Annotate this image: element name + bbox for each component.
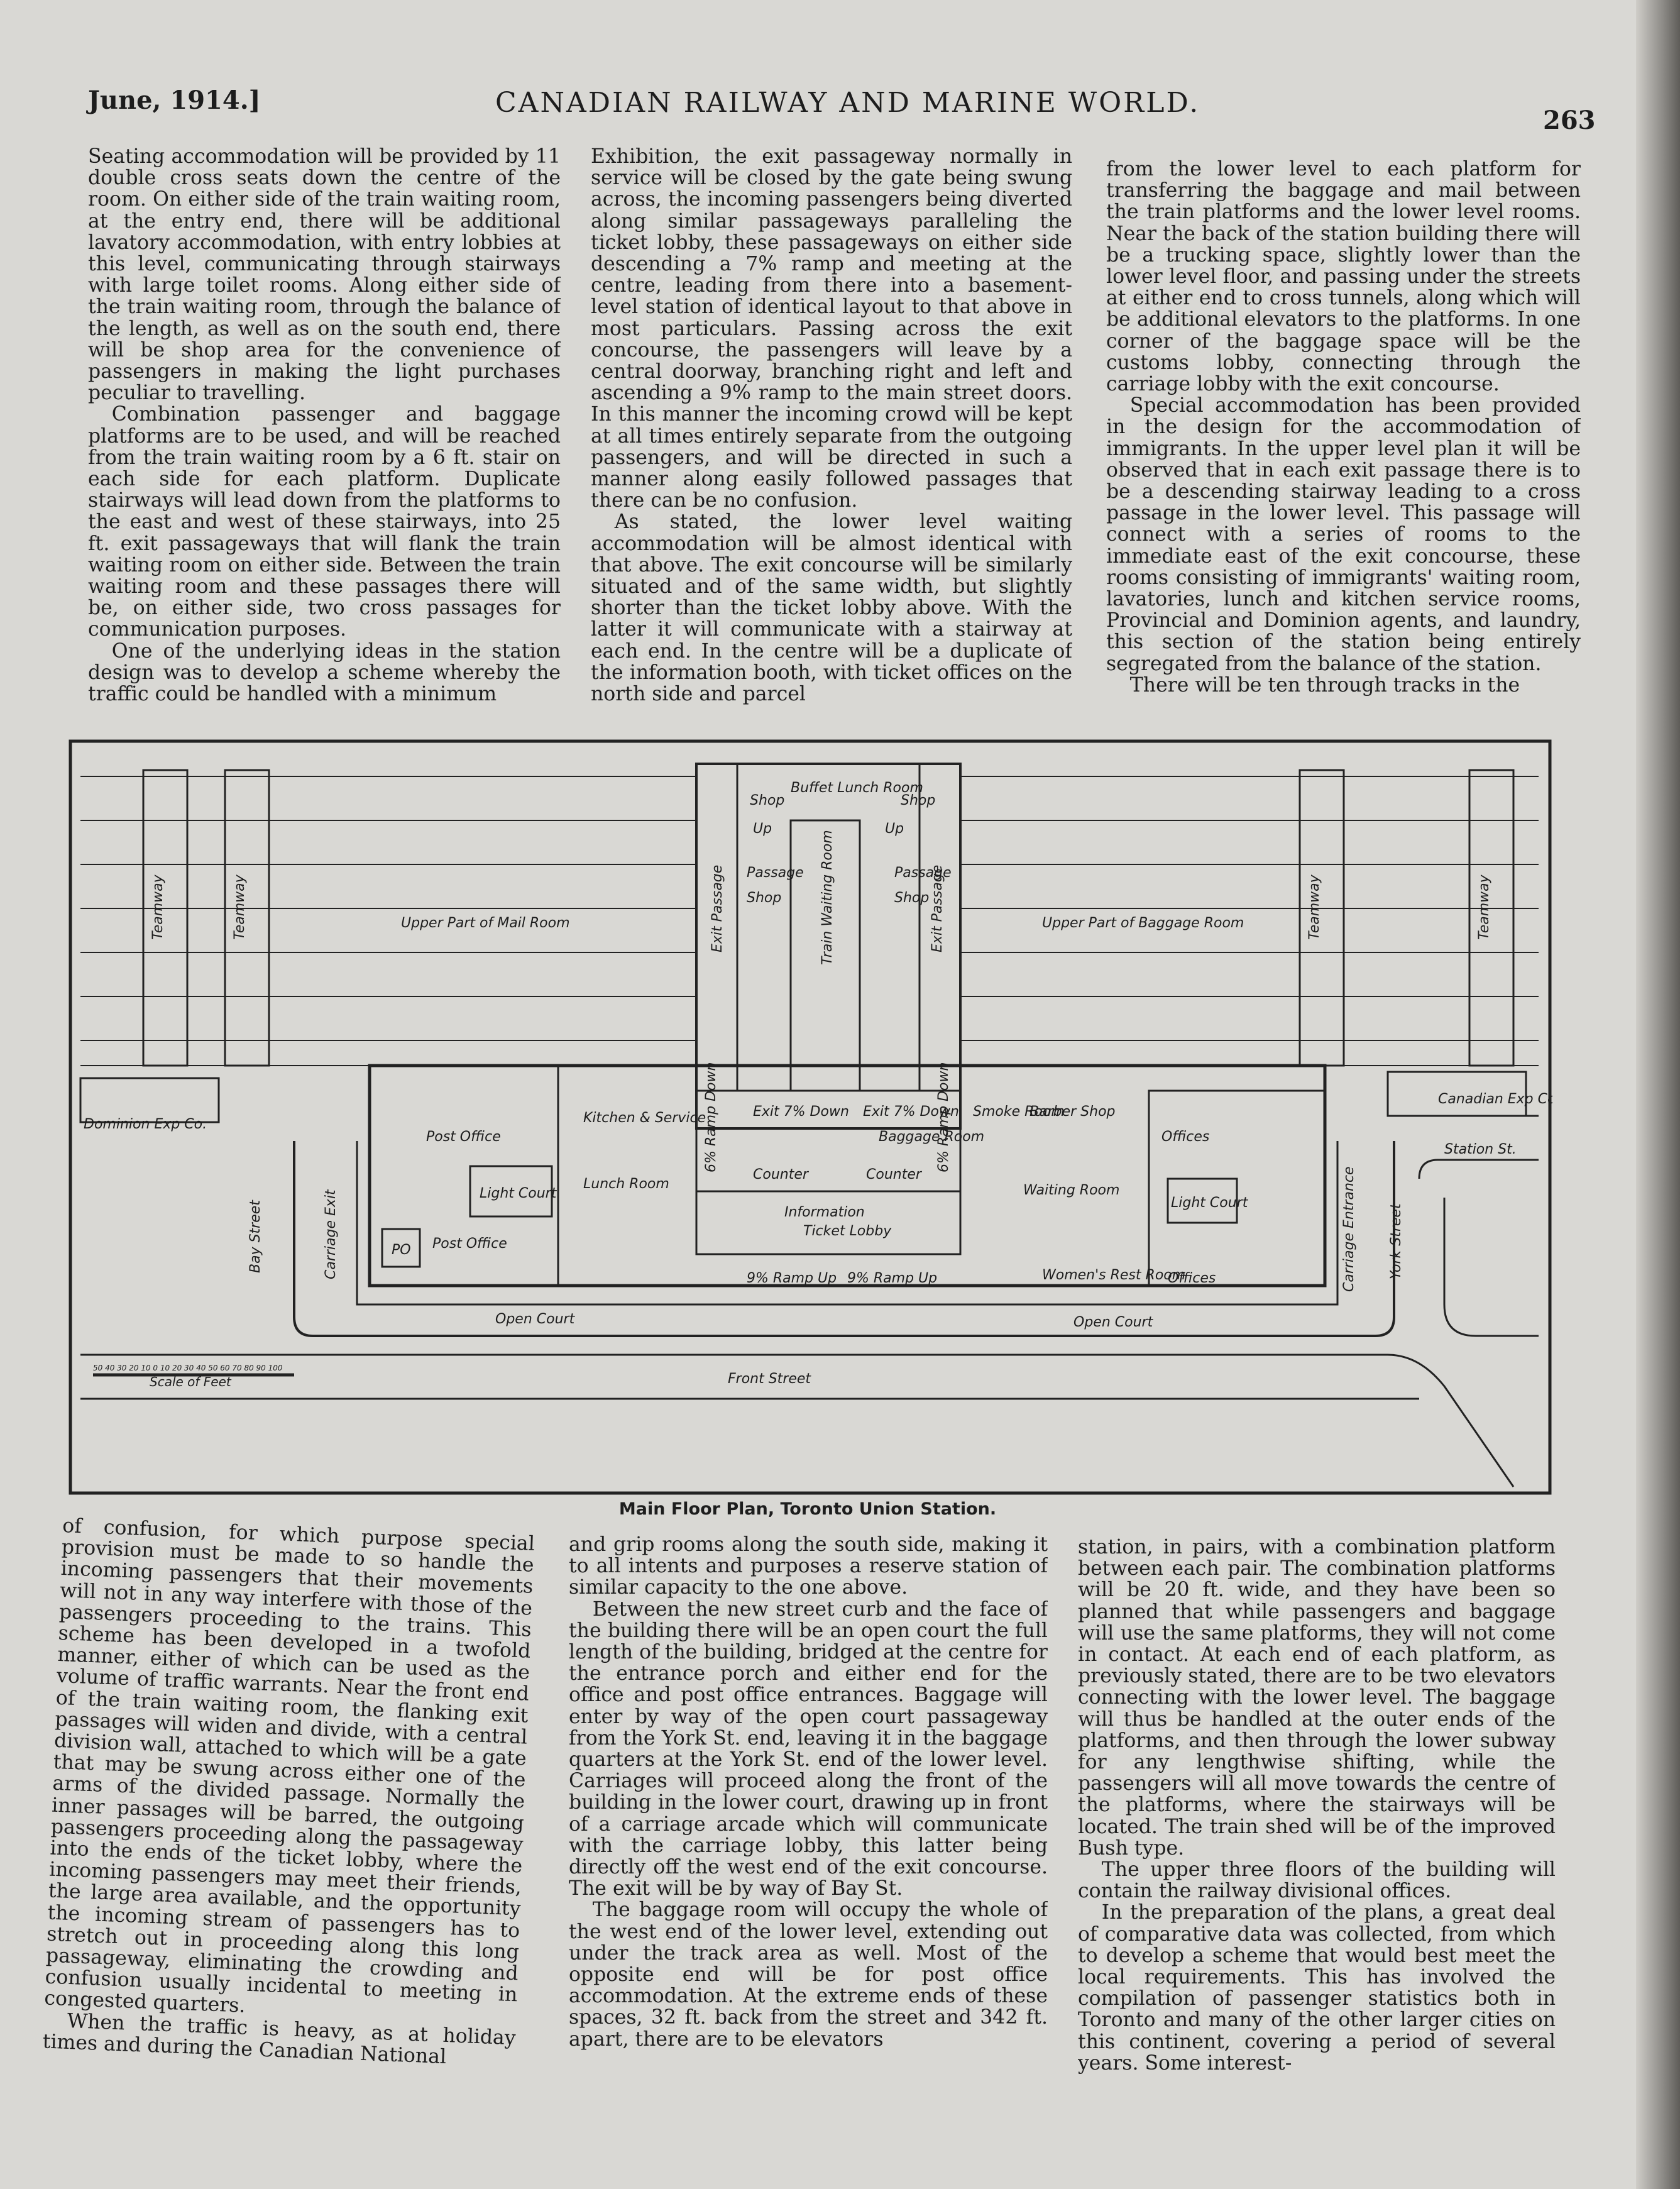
label-scale-of-feet: Scale of Feet xyxy=(150,1374,232,1389)
floor-plan-figure: Upper Part of Mail Room Upper Part of Ba… xyxy=(68,739,1560,1503)
label-smoke-room: Smoke Room xyxy=(973,1104,1065,1120)
paragraph: There will be ten through tracks in the xyxy=(1129,673,1520,697)
paragraph: from the lower level to each platform fo… xyxy=(1106,158,1581,396)
journal-title: CANADIAN RAILWAY AND MARINE WORLD. xyxy=(495,87,1200,119)
label-teamway-1: Teamway xyxy=(150,874,166,940)
label-po: PO xyxy=(392,1242,411,1258)
label-passage-west: Passage xyxy=(747,865,804,881)
issue-date: June, 1914.] xyxy=(88,85,261,115)
label-post-office-1: Post Office xyxy=(426,1129,501,1145)
label-lunch-room: Lunch Room xyxy=(583,1176,669,1192)
label-offices-2: Offices xyxy=(1168,1271,1216,1286)
label-carriage-entrance: Carriage Entrance xyxy=(1341,1166,1357,1292)
label-ramp-down-east: 6% Ramp Down xyxy=(936,1062,952,1172)
label-exit-passage-west: Exit Passage xyxy=(710,865,725,952)
label-womens-rest-room: Women's Rest Room xyxy=(1042,1267,1185,1283)
label-station-st: Station St. xyxy=(1444,1142,1517,1157)
label-up-east: Up xyxy=(885,821,904,837)
paragraph: of confusion, for which purpose special … xyxy=(43,1515,535,2018)
paragraph: As stated, the lower level waiting accom… xyxy=(591,510,1072,706)
label-barber-shop: Barber Shop xyxy=(1029,1104,1116,1120)
paragraph: In the preparation of the plans, a great… xyxy=(1078,1901,1556,2075)
label-scale-numbers: 50 40 30 20 10 0 10 20 30 40 50 60 70 80… xyxy=(93,1364,283,1372)
label-york-street: York Street xyxy=(1388,1203,1404,1279)
figure-caption: Main Floor Plan, Toronto Union Station. xyxy=(618,1499,997,1519)
label-buffet-lunch-room: Buffet Lunch Room xyxy=(791,780,923,796)
label-carriage-exit: Carriage Exit xyxy=(323,1189,339,1279)
label-information: Information xyxy=(784,1205,865,1220)
label-shop-east-2: Shop xyxy=(894,890,929,906)
paragraph: Exhibition, the exit passageway normally… xyxy=(591,146,1072,512)
label-exit-down-west: Exit 7% Down xyxy=(753,1104,849,1120)
label-teamway-4: Teamway xyxy=(1476,874,1492,940)
label-upper-mail-room: Upper Part of Mail Room xyxy=(401,915,570,931)
label-counter-west: Counter xyxy=(753,1167,810,1183)
page-edge xyxy=(1636,0,1680,2189)
label-kitchen-service: Kitchen & Service xyxy=(583,1110,706,1126)
paragraph: The baggage room will occupy the whole o… xyxy=(569,1899,1048,2051)
label-light-court-west: Light Court xyxy=(480,1186,557,1201)
label-shop-west: Shop xyxy=(750,793,784,808)
paragraph: Between the new street curb and the face… xyxy=(569,1597,1048,1900)
label-ramp-down-west: 6% Ramp Down xyxy=(703,1062,719,1172)
label-bay-street: Bay Street xyxy=(248,1199,263,1273)
label-ticket-lobby: Ticket Lobby xyxy=(803,1223,892,1239)
text-column-top-1: Seating accommodation will be provided b… xyxy=(88,146,561,737)
page-number: 263 xyxy=(1543,106,1596,135)
label-post-office-2: Post Office xyxy=(432,1236,507,1252)
paragraph: Special accommodation has been provided … xyxy=(1106,394,1581,675)
label-shop-east: Shop xyxy=(901,793,935,808)
label-open-court-west: Open Court xyxy=(495,1311,576,1327)
paragraph: station, in pairs, with a combination pl… xyxy=(1078,1536,1556,1860)
paragraph: Combination passenger and baggage platfo… xyxy=(88,403,561,641)
label-open-court-east: Open Court xyxy=(1073,1315,1154,1330)
label-front-street: Front Street xyxy=(728,1371,811,1387)
label-shop-west-2: Shop xyxy=(747,890,781,906)
paragraph: The upper three floors of the building w… xyxy=(1078,1858,1556,1903)
label-exit-passage-east: Exit Passage xyxy=(930,865,945,952)
label-train-waiting-room: Train Waiting Room xyxy=(820,830,835,965)
label-counter-east: Counter xyxy=(866,1167,923,1183)
running-head: June, 1914.] CANADIAN RAILWAY AND MARINE… xyxy=(88,80,1596,135)
paragraph: Seating accommodation will be provided b… xyxy=(88,146,561,405)
floor-plan-drawing: Upper Part of Mail Room Upper Part of Ba… xyxy=(69,739,1560,1495)
paragraph: and grip rooms along the south side, mak… xyxy=(569,1534,1048,1599)
label-ramp-up-west: 9% Ramp Up xyxy=(747,1271,837,1286)
label-up-west: Up xyxy=(753,821,772,837)
label-canadian-exp: Canadian Exp Co. xyxy=(1438,1091,1552,1107)
label-upper-baggage-room: Upper Part of Baggage Room xyxy=(1042,915,1244,931)
text-column-top-3: from the lower level to each platform fo… xyxy=(1106,158,1581,743)
text-column-bottom-3: station, in pairs, with a combination pl… xyxy=(1078,1536,1556,2102)
label-dominion-exp: Dominion Exp Co. xyxy=(84,1117,207,1132)
label-baggage-room: Baggage Room xyxy=(879,1129,984,1145)
label-light-court-east: Light Court xyxy=(1171,1195,1249,1211)
label-offices-1: Offices xyxy=(1161,1129,1209,1145)
label-teamway-3: Teamway xyxy=(1307,874,1322,940)
label-ramp-up-east: 9% Ramp Up xyxy=(847,1271,937,1286)
label-teamway-2: Teamway xyxy=(232,874,248,940)
text-column-top-2: Exhibition, the exit passageway normally… xyxy=(591,146,1072,737)
label-exit-down-east: Exit 7% Down xyxy=(863,1104,959,1120)
text-column-bottom-2: and grip rooms along the south side, mak… xyxy=(569,1534,1048,2100)
label-passage-east: Passage xyxy=(894,865,952,881)
paragraph: One of the underlying ideas in the stati… xyxy=(88,639,561,706)
text-column-bottom-1: of confusion, for which purpose special … xyxy=(40,1515,535,2124)
label-waiting-room: Waiting Room xyxy=(1023,1183,1119,1198)
